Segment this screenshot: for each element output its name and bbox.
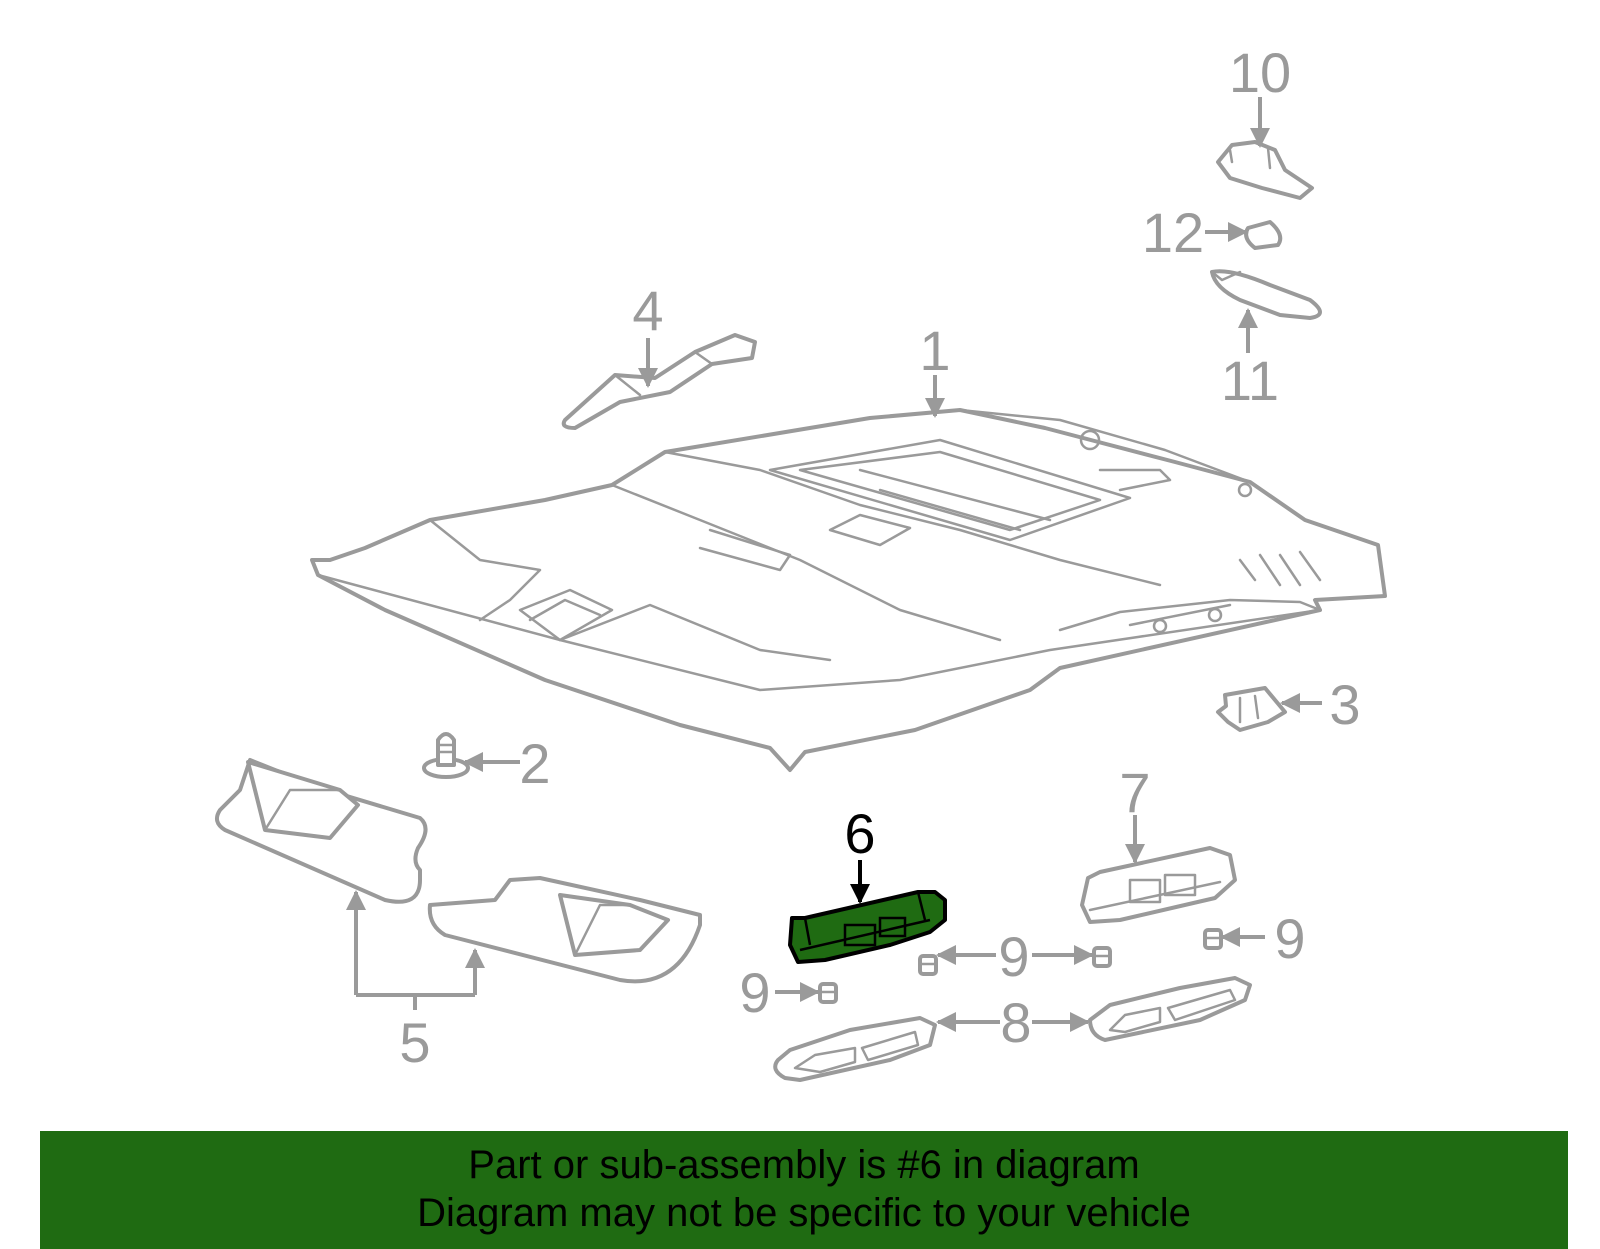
label-12: 12	[1142, 201, 1204, 264]
fastener-part-9-d	[1203, 928, 1223, 950]
lens-part-11	[1210, 269, 1322, 320]
label-3: 3	[1329, 673, 1360, 736]
label-4: 4	[632, 279, 663, 342]
clip-part-3	[1216, 686, 1287, 732]
banner-line-disclaimer: Diagram may not be specific to your vehi…	[417, 1191, 1191, 1235]
label-5: 5	[399, 1011, 430, 1074]
label-2: 2	[519, 732, 550, 795]
fastener-part-9-a	[818, 982, 838, 1004]
label-9-c: 9	[1274, 907, 1305, 970]
label-11: 11	[1221, 349, 1279, 412]
sunvisor-part-5-left	[214, 758, 428, 904]
bulb-part-12	[1244, 220, 1283, 250]
console-part-7	[1080, 846, 1237, 924]
label-8: 8	[1000, 991, 1031, 1054]
banner-line-part: Part or sub-assembly is #6 in diagram	[468, 1143, 1140, 1187]
leader-lines	[346, 97, 1322, 1032]
label-7: 7	[1119, 761, 1150, 824]
grab-handle-part-4	[561, 333, 757, 430]
fastener-part-9-c	[1092, 946, 1112, 968]
console-part-6	[788, 890, 947, 964]
headliner-part-1	[310, 408, 1387, 772]
label-1: 1	[919, 319, 950, 382]
lamp-part-8-right	[1088, 976, 1252, 1042]
label-6: 6	[844, 802, 875, 865]
label-9-b: 9	[998, 925, 1029, 988]
label-9-a: 9	[739, 961, 770, 1024]
lamp-part-10	[1216, 140, 1314, 200]
lamp-part-8-left	[773, 1016, 937, 1082]
fastener-part-9-b	[918, 954, 938, 976]
sunvisor-part-5-right	[427, 876, 702, 984]
fastener-part-2	[422, 732, 470, 779]
label-10: 10	[1229, 41, 1291, 104]
callout-labels: 1 2 3 4 5 6 7 8 9 9 9 10 11 12	[399, 41, 1360, 1074]
info-banner: Part or sub-assembly is #6 in diagram Di…	[40, 1131, 1568, 1249]
